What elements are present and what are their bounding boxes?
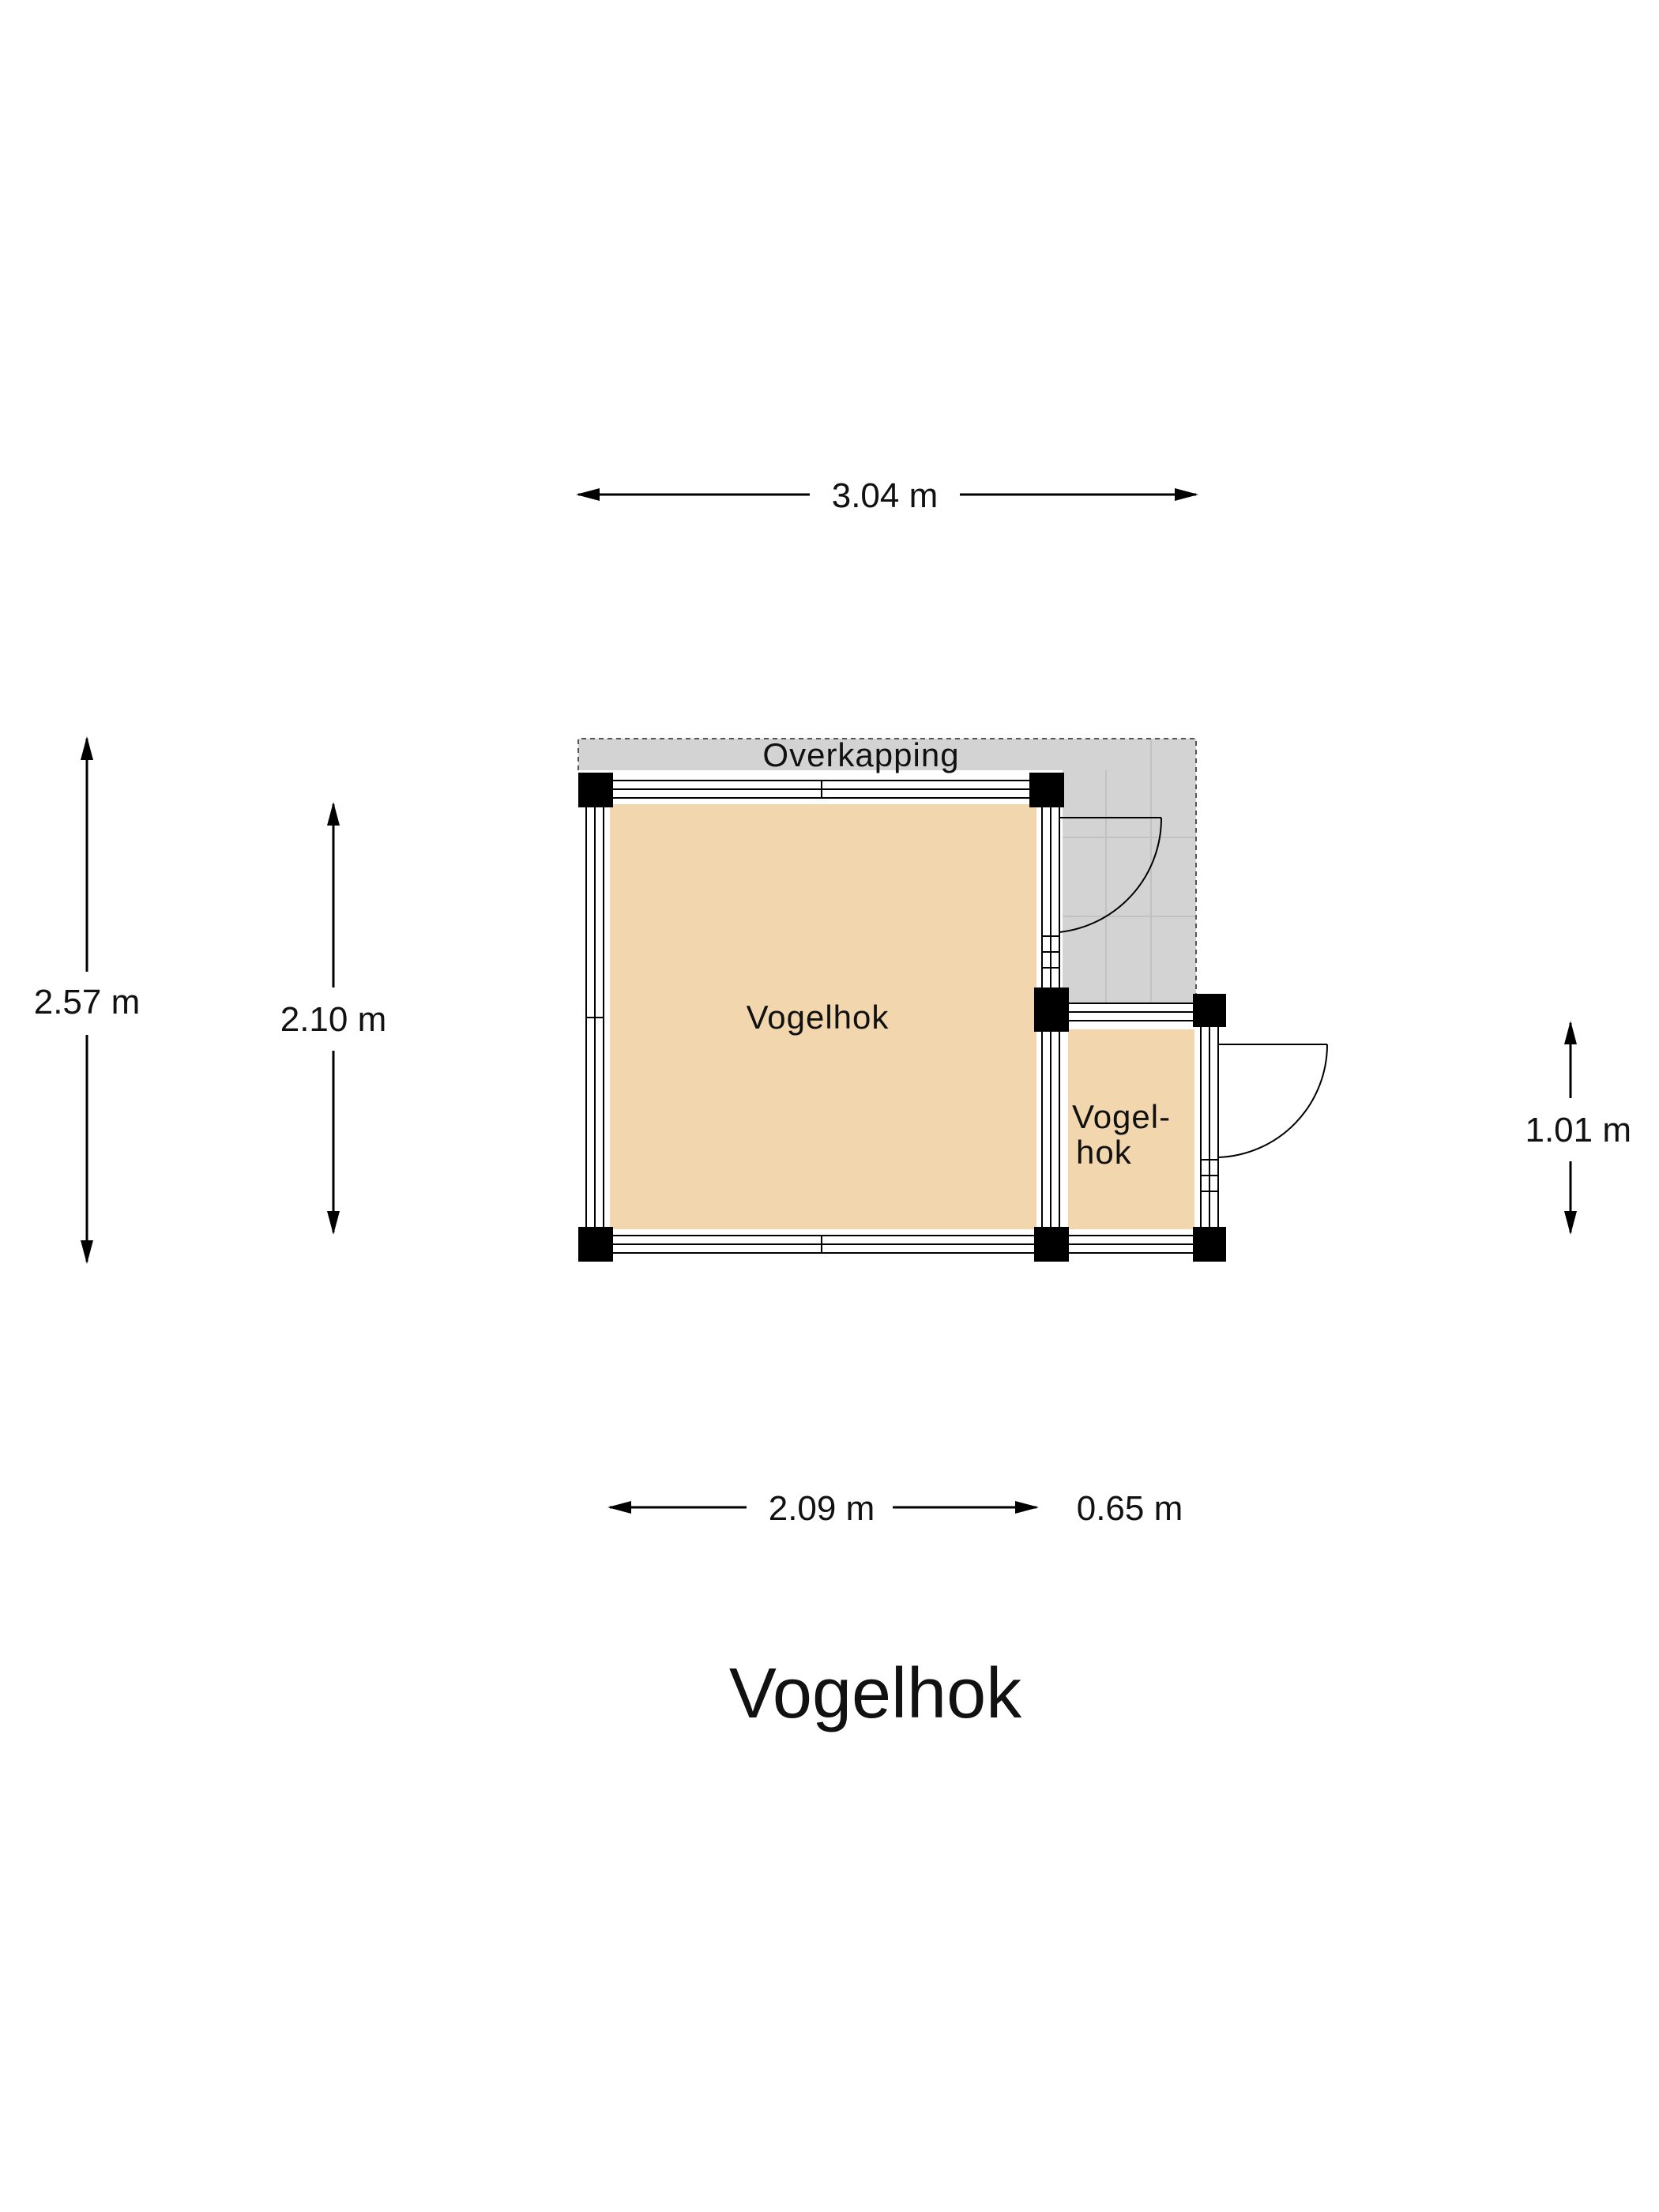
post (1029, 773, 1064, 807)
post (578, 1227, 613, 1262)
post (1034, 988, 1069, 1032)
post (1193, 994, 1226, 1027)
posts (578, 773, 1226, 1262)
label-vogelhok-small-line1: Vogel- (1072, 1098, 1171, 1135)
dimension-bottom-left-width-label: 2.09 m (769, 1489, 875, 1528)
door-main (1059, 817, 1163, 933)
plan-title: Vogelhok (729, 1654, 1022, 1733)
overkapping-area (577, 738, 1197, 1007)
dimension-right-height-label: 1.01 m (1525, 1111, 1631, 1149)
post (1034, 1227, 1069, 1262)
dimension-left-outer-height-label: 2.57 m (34, 983, 141, 1021)
post (578, 773, 613, 807)
label-vogelhok-small-line2: hok (1076, 1134, 1132, 1171)
dimension-left-inner-height-label: 2.10 m (280, 1000, 387, 1039)
post (1193, 1227, 1226, 1262)
label-vogelhok-main: Vogelhok (747, 999, 890, 1036)
room-vogelhok-main (610, 804, 1036, 1229)
dimension-bottom-right-width-label: 0.65 m (1077, 1489, 1183, 1528)
label-overkapping: Overkapping (762, 736, 959, 773)
door-small (1217, 1044, 1328, 1158)
dimension-top-width-label: 3.04 m (832, 476, 939, 515)
room-vogelhok-small (1068, 1029, 1194, 1229)
